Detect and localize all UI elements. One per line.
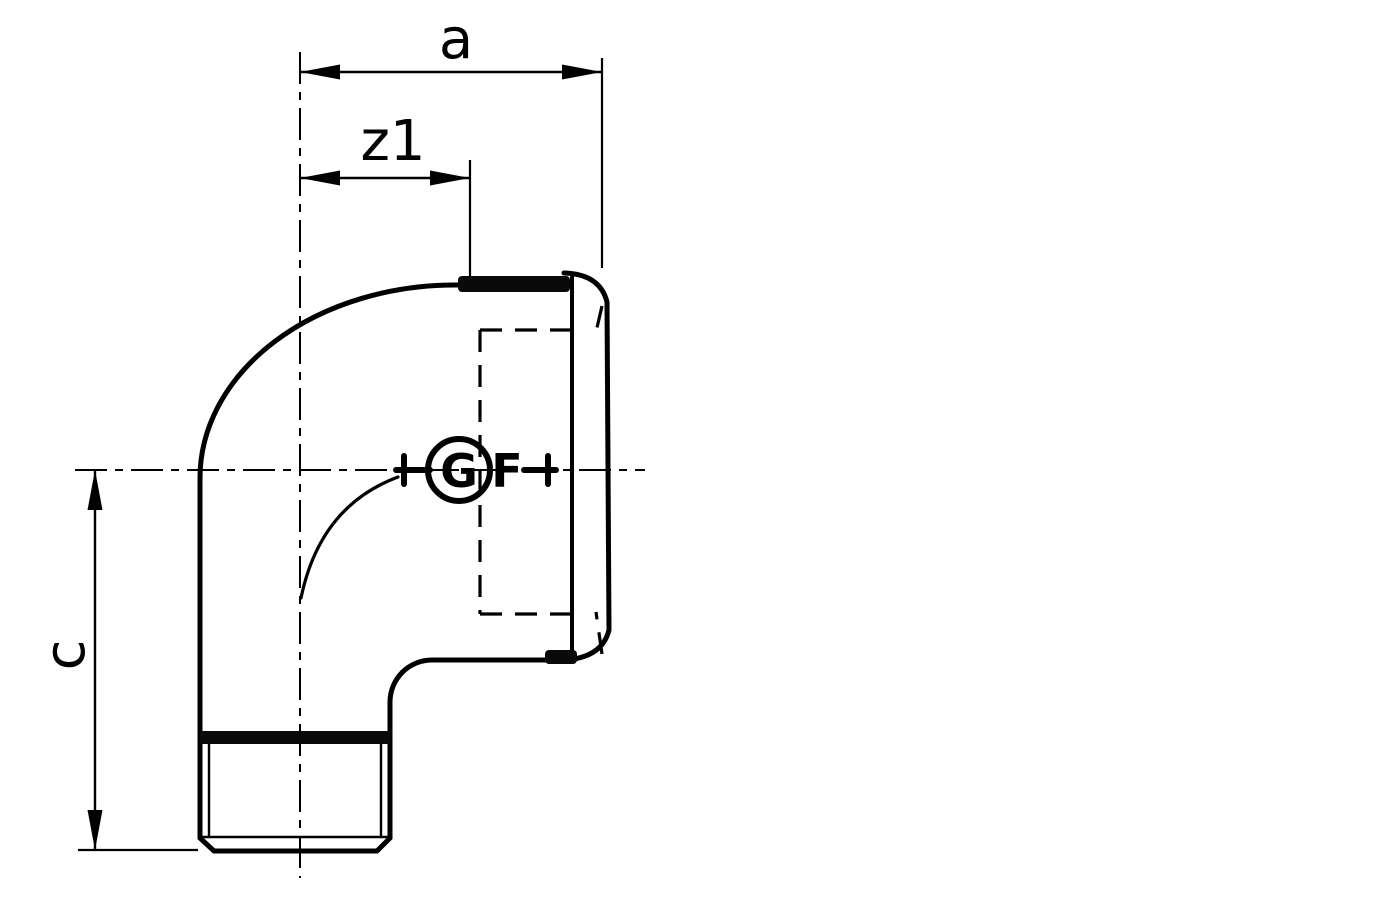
- gf-logo: G F: [393, 436, 559, 504]
- bottom-chamfer-edge: [197, 835, 393, 854]
- outer-profile-arc: [197, 282, 569, 841]
- arrowhead-right-icon: [430, 170, 470, 186]
- dimension-c-label: c: [33, 640, 98, 671]
- inner-elbow-curve: [299, 475, 400, 600]
- thread-relief-band-top: [458, 276, 570, 292]
- dimension-a-label: a: [439, 7, 473, 72]
- socket-outer-profile: [561, 270, 612, 663]
- male-thread-end: [197, 731, 393, 854]
- thread-start-band: [200, 731, 390, 744]
- dimension-z1: z1: [300, 109, 472, 280]
- internal-thread-hidden-lines: [478, 305, 604, 655]
- arrowhead-left-icon: [300, 64, 340, 80]
- thread-relief-band-bottom: [545, 650, 577, 664]
- arrowhead-up-icon: [87, 470, 103, 510]
- dimension-z1-label: z1: [360, 109, 425, 174]
- logo-circle-icon: [425, 436, 493, 504]
- elbow-fitting: G F: [197, 270, 612, 854]
- inner-corner-profile: [387, 657, 575, 841]
- dimension-c: c: [33, 470, 198, 852]
- arrowhead-left-icon: [300, 170, 340, 186]
- arrowhead-down-icon: [87, 810, 103, 850]
- dimension-a: a: [300, 7, 604, 268]
- arrowhead-right-icon: [562, 64, 602, 80]
- logo-letter-g: G: [440, 444, 478, 498]
- logo-letter-f: F: [491, 444, 522, 498]
